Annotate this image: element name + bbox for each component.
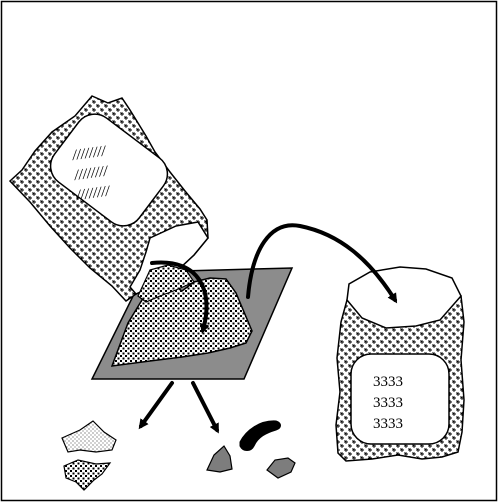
destination-label-line-2: 3333 bbox=[373, 395, 403, 411]
rock-fragment-dark bbox=[240, 421, 281, 451]
paper-scrap-upper bbox=[62, 421, 116, 452]
arrow-to-paper-scraps bbox=[141, 383, 172, 426]
rock-fragment-left bbox=[207, 446, 232, 472]
destination-bag: 3333 3333 3333 bbox=[336, 267, 464, 461]
destination-label-line-1: 3333 bbox=[373, 374, 403, 390]
rock-fragment-right bbox=[267, 458, 295, 478]
source-bag: //////// //////// //////// bbox=[10, 96, 208, 302]
paper-scrap-lower bbox=[64, 460, 110, 490]
arrow-to-rock-fragments bbox=[193, 383, 217, 430]
destination-label-line-3: 3333 bbox=[373, 416, 403, 432]
